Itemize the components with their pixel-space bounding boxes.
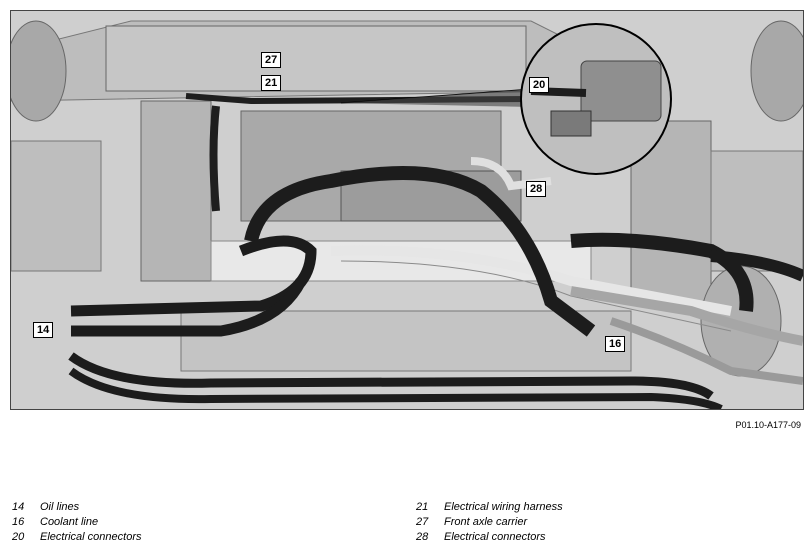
- legend-number: 14: [12, 501, 25, 513]
- legend-column-right: 21 Electrical wiring harness 27 Front axle…: [416, 500, 563, 545]
- legend-item: 20 Electrical connectors: [12, 530, 142, 545]
- coolant-line-path: [244, 166, 596, 337]
- technical-illustration: 27 21 20 28 14 16: [10, 10, 804, 410]
- legend-text: Electrical connectors: [444, 531, 546, 543]
- legend-item: 27 Front axle carrier: [416, 515, 563, 530]
- legend-text: Front axle carrier: [444, 516, 528, 528]
- callout-27: 27: [261, 52, 282, 68]
- legend-number: 20: [12, 531, 25, 543]
- legend-text: Coolant line: [40, 516, 99, 528]
- callout-20: 20: [529, 77, 550, 93]
- engine-bay-drawing: [11, 11, 803, 409]
- legend-number: 27: [416, 516, 429, 528]
- legend-item: 14 Oil lines: [12, 500, 142, 515]
- legend: 14 Oil lines 16 Coolant line 20 Electrical …: [12, 500, 802, 550]
- figure-code: P01.10-A177-09: [735, 420, 801, 430]
- oil-lines-path: [68, 352, 714, 400]
- legend-text: Oil lines: [40, 501, 80, 513]
- legend-item: 21 Electrical wiring harness: [416, 500, 563, 515]
- callout-21: 21: [261, 75, 282, 91]
- legend-column-left: 14 Oil lines 16 Coolant line 20 Electrical …: [12, 500, 142, 545]
- callout-28: 28: [526, 181, 547, 197]
- legend-number: 28: [416, 531, 429, 543]
- legend-text: Electrical wiring harness: [444, 501, 563, 513]
- legend-text: Electrical connectors: [40, 531, 142, 543]
- callout-16: 16: [605, 336, 626, 352]
- legend-number: 21: [416, 501, 429, 513]
- callout-14: 14: [33, 322, 54, 338]
- legend-item: 16 Coolant line: [12, 515, 142, 530]
- legend-number: 16: [12, 516, 25, 528]
- legend-item: 28 Electrical connectors: [416, 530, 563, 545]
